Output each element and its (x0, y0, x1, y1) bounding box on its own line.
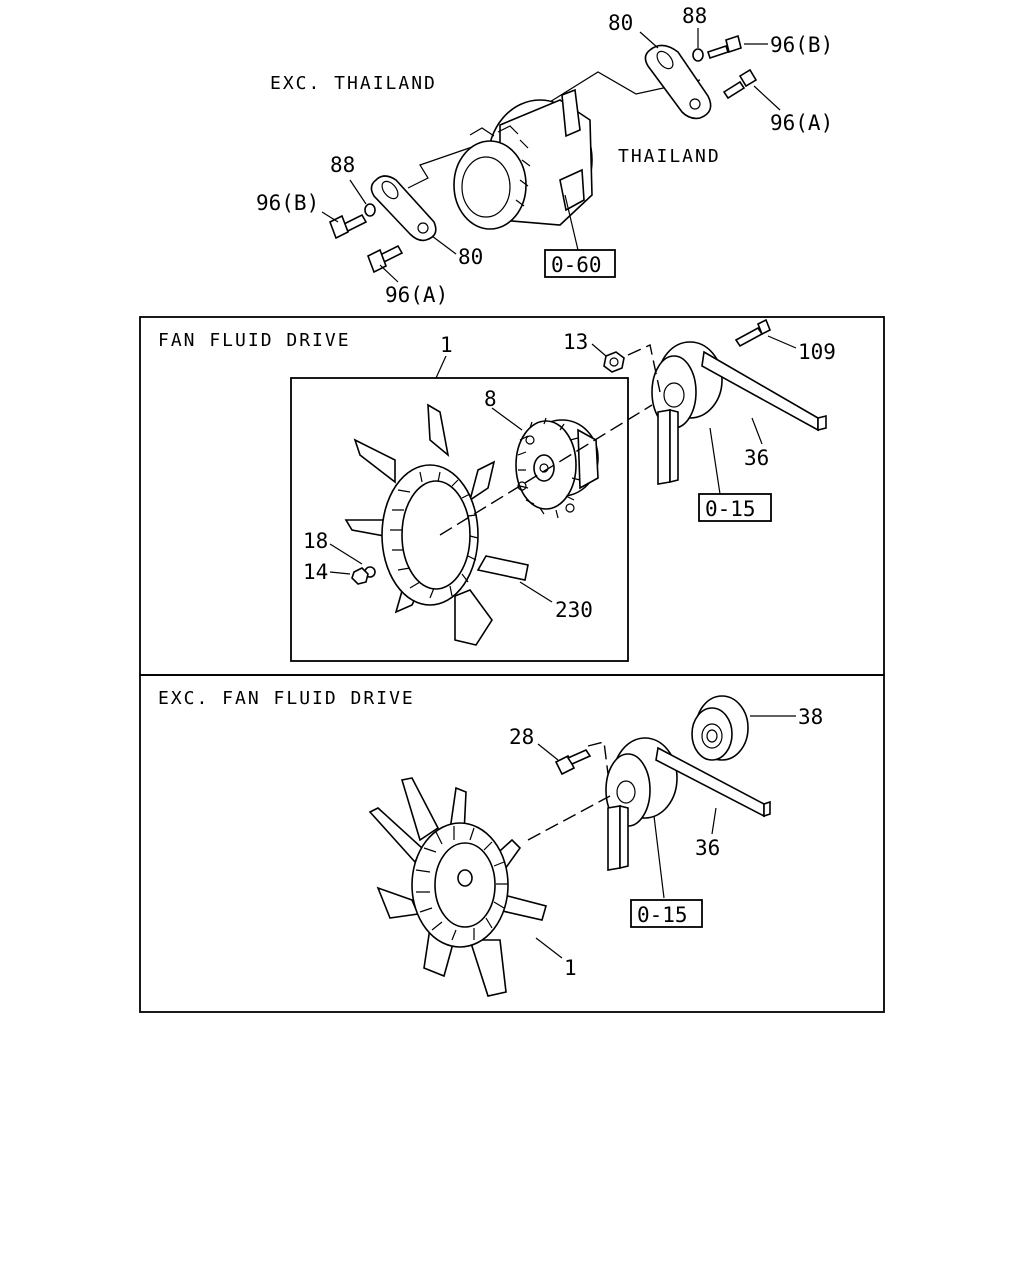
callout-18: 18 (303, 529, 328, 553)
callout-1-fluid-drive: 1 (440, 333, 453, 357)
reference-box-0-60 (544, 249, 616, 278)
callout-36-exc-fluid-drive: 36 (695, 836, 720, 860)
callout-96b-top: 96(B) (770, 33, 833, 57)
caption-thailand: THAILAND (618, 146, 721, 167)
bolt-109 (734, 318, 772, 348)
washer-88-left (364, 203, 376, 217)
exc-fan-fluid-drive-section: EXC. FAN FLUID DRIVE (139, 674, 885, 1013)
exc-fluid-drive-centerline (527, 795, 611, 841)
callout-88-top: 88 (682, 4, 707, 28)
callout-109: 109 (798, 340, 836, 364)
reference-box-0-15-fluid-drive (698, 493, 772, 522)
callout-80-top: 80 (608, 11, 633, 35)
pulley-and-belt-fluid-drive (651, 341, 827, 485)
bolt-96a-left (366, 244, 404, 274)
callout-1-exc-fluid-drive: 1 (564, 956, 577, 980)
alternator-section: EXC. THAILAND THAILAND (256, 4, 833, 307)
fan-assembly-inner-frame (290, 377, 629, 662)
reference-box-0-15-exc-fluid-drive (630, 899, 703, 928)
callout-96a-left: 96(A) (385, 283, 448, 307)
fluid-drive-centerline (439, 404, 653, 536)
bolt-96a-top (722, 68, 758, 100)
fan-fluid-drive-section: FAN FLUID DRIVE (139, 316, 885, 676)
adjusting-bracket-top-right (644, 44, 712, 120)
callout-13: 13 (563, 330, 588, 354)
callout-96b-left: 96(B) (256, 191, 319, 215)
callout-80-left: 80 (458, 245, 483, 269)
callout-28: 28 (509, 725, 534, 749)
reference-0-60: 0-60 (551, 253, 602, 277)
nut-14 (351, 567, 369, 585)
fan-blades-exc-fluid-drive (368, 777, 547, 997)
callout-36-fluid-drive: 36 (744, 446, 769, 470)
caption-exc-thailand: EXC. THAILAND (270, 73, 437, 94)
callout-230: 230 (555, 598, 593, 622)
idler-pulley-38 (691, 695, 749, 761)
bolt-96b-left (328, 213, 368, 240)
adjusting-bracket-left (370, 175, 437, 242)
fan-blades-fluid-drive (344, 403, 529, 646)
exc-fan-fluid-drive-frame (139, 674, 885, 1013)
pulley-and-belt-exc-fluid-drive (605, 737, 771, 871)
bolt-28-centerline (587, 741, 609, 775)
fan-fluid-drive-frame (139, 316, 885, 676)
bolt-28 (554, 748, 592, 776)
fan-fluid-coupling (515, 417, 599, 519)
bolt-96b-top (706, 34, 742, 60)
caption-fan-fluid-drive: FAN FLUID DRIVE (158, 330, 351, 351)
callout-8: 8 (484, 387, 497, 411)
callout-88-left: 88 (330, 153, 355, 177)
nut-13 (603, 351, 625, 373)
callout-14: 14 (303, 560, 328, 584)
caption-exc-fan-fluid-drive: EXC. FAN FLUID DRIVE (158, 688, 415, 709)
callout-38: 38 (798, 705, 823, 729)
reference-0-15-exc-fluid-drive: 0-15 (637, 903, 688, 927)
alternator-left-link-line (407, 144, 479, 189)
callout-96a-top: 96(A) (770, 111, 833, 135)
nut-13-centerline (627, 344, 661, 393)
reference-0-15-fluid-drive: 0-15 (705, 497, 756, 521)
washer-88-top (692, 48, 704, 62)
alternator-drawing (453, 88, 593, 230)
